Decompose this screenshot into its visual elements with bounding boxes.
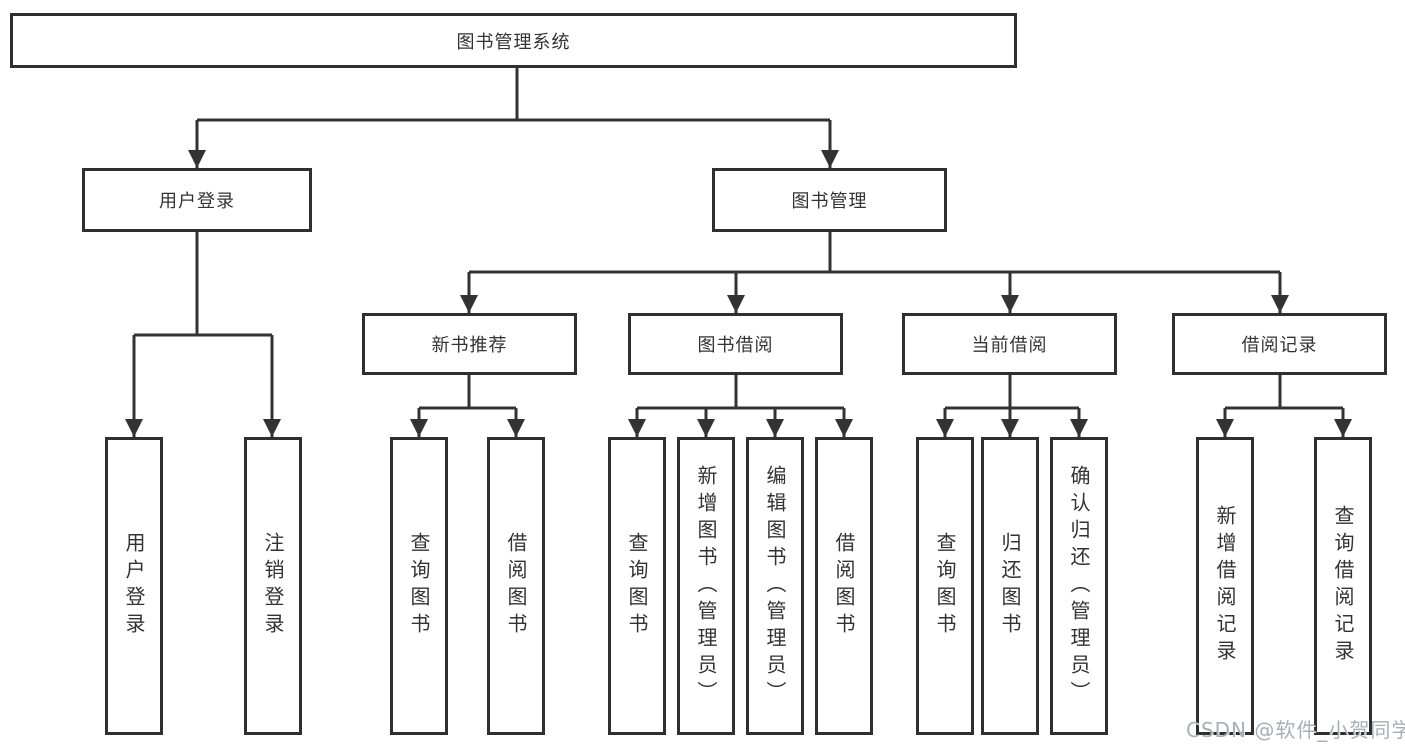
node-book-management: 图书管理	[712, 168, 947, 232]
node-label: 新增借阅记录	[1213, 505, 1237, 667]
leaf-add-books-admin: 新增图书（管理员）	[677, 437, 735, 735]
node-label: 借阅记录	[1241, 335, 1318, 356]
leaf-recommend-query-books: 查询图书	[390, 437, 448, 735]
node-label: 图书管理	[791, 191, 868, 212]
leaf-current-query-books: 查询图书	[916, 437, 974, 735]
node-label: 新增图书（管理员）	[694, 464, 718, 708]
leaf-user-login: 用户登录	[105, 437, 163, 735]
node-label: 查询借阅记录	[1331, 505, 1355, 667]
leaf-borrow-books: 借阅图书	[815, 437, 873, 735]
node-label: 归还图书	[998, 532, 1022, 640]
node-book-borrow: 图书借阅	[628, 313, 843, 375]
node-label: 当前借阅	[971, 335, 1048, 356]
leaf-add-borrow-record: 新增借阅记录	[1196, 437, 1254, 735]
leaf-edit-books-admin: 编辑图书（管理员）	[746, 437, 804, 735]
node-root-system: 图书管理系统	[10, 13, 1017, 68]
node-label: 借阅图书	[504, 532, 528, 640]
node-label: 用户登录	[122, 532, 146, 640]
node-label: 图书借阅	[697, 335, 774, 356]
node-label: 注销登录	[261, 532, 285, 640]
leaf-confirm-return-admin: 确认归还（管理员）	[1050, 437, 1108, 735]
leaf-borrow-query-books: 查询图书	[608, 437, 666, 735]
node-label: 图书管理系统	[456, 31, 571, 53]
node-label: 用户登录	[159, 191, 235, 212]
leaf-logout: 注销登录	[244, 437, 302, 735]
node-label: 确认归还（管理员）	[1067, 464, 1091, 708]
leaf-query-borrow-record: 查询借阅记录	[1314, 437, 1372, 735]
node-label: 查询图书	[933, 532, 957, 640]
node-label: 查询图书	[625, 532, 649, 640]
node-label: 编辑图书（管理员）	[763, 464, 787, 708]
node-current-borrow: 当前借阅	[902, 313, 1117, 375]
leaf-return-books: 归还图书	[981, 437, 1039, 735]
leaf-recommend-borrow-books: 借阅图书	[487, 437, 545, 735]
node-label: 借阅图书	[832, 532, 856, 640]
node-user-login: 用户登录	[82, 168, 312, 232]
node-label: 新书推荐	[431, 335, 508, 356]
node-label: 查询图书	[407, 532, 431, 640]
csdn-watermark: CSDN @软件_小贺同学	[1186, 718, 1405, 742]
node-new-book-recommend: 新书推荐	[362, 313, 577, 375]
node-borrow-records: 借阅记录	[1172, 313, 1387, 375]
